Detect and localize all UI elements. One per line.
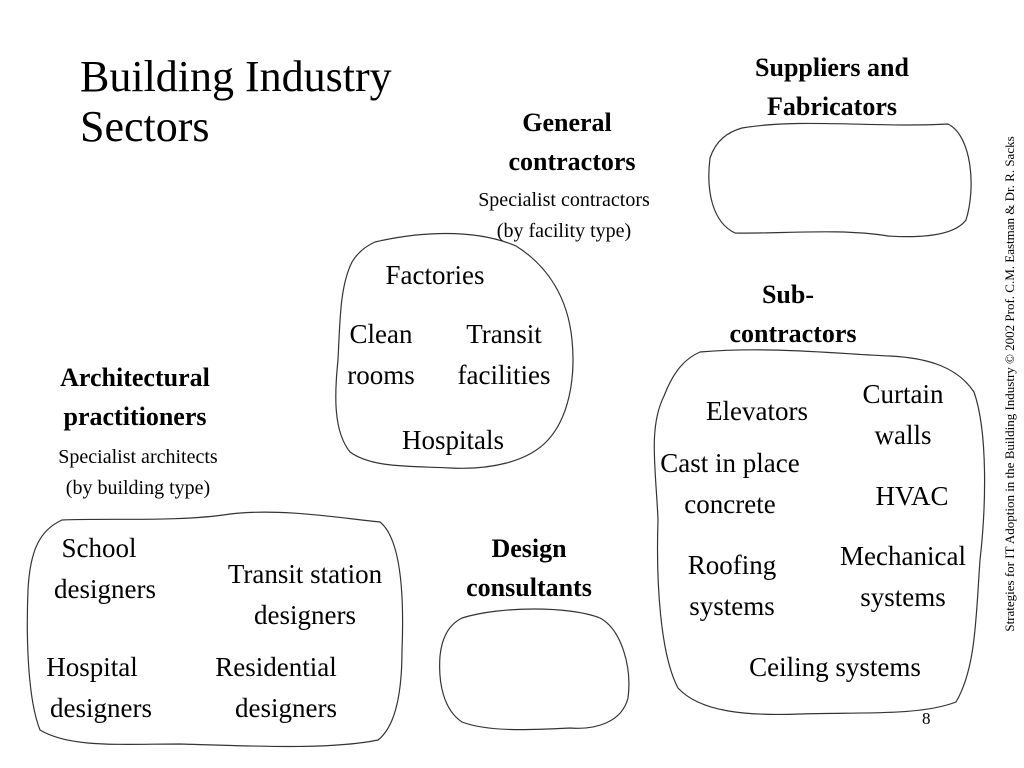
page-title: Building Industry Sectors [80,52,392,151]
gc-item-hospitals: Hospitals [401,425,504,455]
gc-item-transit-facilities: Transit facilities [457,319,551,390]
arch-item-transit-station-designers: Transit station designers [227,559,383,630]
suppliers-outline [708,122,972,238]
specialist-architects-label: Specialist architects (by building type) [58,446,218,499]
design-consultants-heading: Design consultants [466,534,592,602]
design-consultants-outline [439,608,630,731]
sub-item-ceiling-systems: Ceiling systems [749,652,921,682]
specialist-contractors-label: Specialist contractors (by facility type… [478,189,650,242]
copyright-side-text: Strategies for IT Adoption in the Buildi… [1002,136,1017,632]
arch-item-school-designers: School designers [54,533,156,604]
gc-item-clean-rooms: Clean rooms [347,319,415,390]
suppliers-heading: Suppliers and Fabricators [755,53,909,121]
sub-item-mechanical-systems: Mechanical systems [840,541,966,612]
subcontractors-outline [653,349,986,716]
general-contractors-outline [335,232,574,469]
sub-item-elevators: Elevators [706,396,808,426]
sub-item-roofing-systems: Roofing systems [687,550,777,621]
gc-item-factories: Factories [385,260,485,290]
page-number: 8 [922,709,931,728]
subcontractors-heading: Sub- contractors [729,280,857,348]
sub-item-hvac: HVAC [875,481,949,511]
architectural-outline [26,511,404,748]
sub-item-cast-in-place-concrete: Cast in place concrete [660,448,800,519]
architectural-heading: Architectural practitioners [60,363,210,431]
arch-item-residential-designers: Residential designers [215,652,337,723]
arch-item-hospital-designers: Hospital designers [46,652,152,723]
general-contractors-heading: General contractors [508,108,636,176]
sub-item-curtain-walls: Curtain walls [862,379,944,450]
